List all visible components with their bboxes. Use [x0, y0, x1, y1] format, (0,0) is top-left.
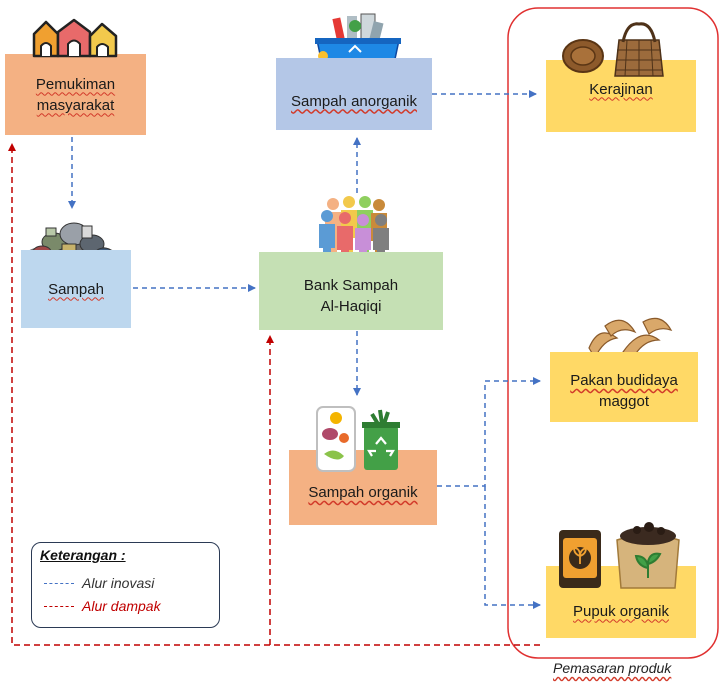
node-pemukiman-line1: Pemukiman	[35, 75, 116, 93]
node-bank: Bank Sampah Al-Haqiqi	[259, 252, 443, 330]
node-bank-line2: Al-Haqiqi	[320, 298, 382, 315]
houses-icon	[32, 18, 118, 58]
legend-row-dampak: Alur dampak	[44, 598, 161, 614]
fertilizer-sack-icon	[559, 522, 680, 589]
node-bank-line1: Bank Sampah	[303, 277, 399, 294]
node-pemukiman: Pemukiman masyarakat	[5, 54, 146, 135]
node-anorganik: Sampah anorganik	[276, 58, 432, 130]
arrow-organik-to-pupuk	[484, 486, 541, 609]
node-pakan-line1: Pakan budidaya	[570, 372, 678, 389]
node-pakan: Pakan budidaya maggot	[550, 352, 698, 422]
arrow-market-to-pemukiman	[8, 143, 540, 646]
node-kerajinan-label: Kerajinan	[589, 80, 653, 98]
node-pupuk-label: Pupuk organik	[573, 602, 669, 620]
node-organik-label: Sampah organik	[308, 484, 418, 501]
organic-bin-icon	[316, 406, 400, 472]
arrow-organik-to-pakan	[437, 377, 541, 487]
node-anorganik-label: Sampah anorganik	[291, 92, 417, 110]
legend-red-dash	[44, 605, 74, 607]
node-pakan-line2: maggot	[598, 393, 650, 410]
node-sampah: Sampah	[21, 250, 131, 328]
node-pemukiman-line2: masyarakat	[36, 96, 115, 114]
woven-basket-icon	[562, 22, 664, 77]
node-sampah-label: Sampah	[48, 280, 104, 298]
legend-title: Keterangan :	[40, 547, 126, 563]
legend-box: Keterangan : Alur inovasi Alur dampak	[31, 542, 220, 628]
legend-row-inovasi: Alur inovasi	[44, 575, 154, 591]
legend-dampak-label: Alur dampak	[82, 598, 161, 614]
market-group-label: Pemasaran produk	[553, 660, 672, 676]
market-group-border	[507, 7, 719, 659]
node-organik: Sampah organik	[289, 450, 437, 525]
legend-inovasi-label: Alur inovasi	[82, 575, 155, 591]
legend-blue-dash	[44, 582, 74, 584]
